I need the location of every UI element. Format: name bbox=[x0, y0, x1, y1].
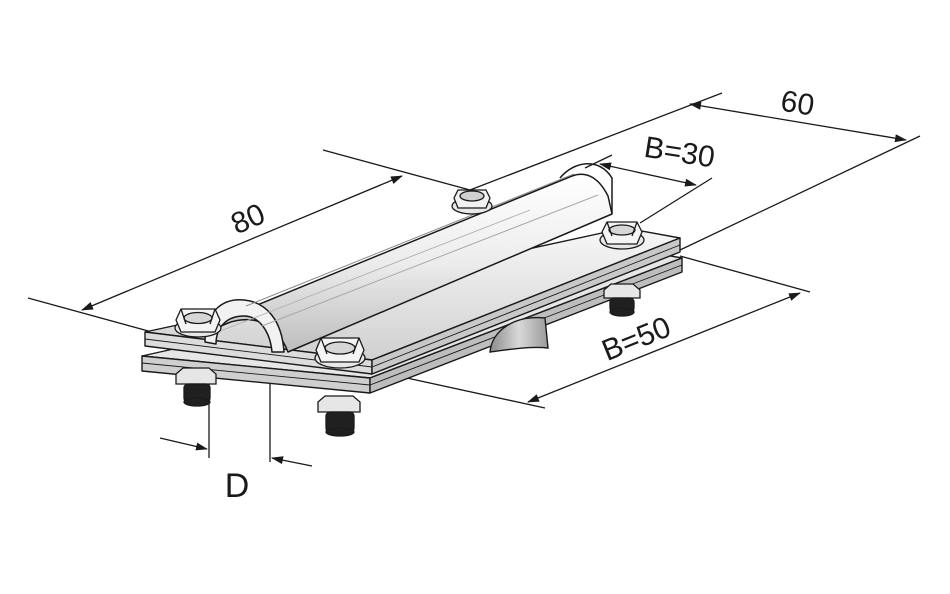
bolt-front-left bbox=[174, 308, 222, 338]
lower-saddle-shell bbox=[489, 316, 549, 353]
lower-saddle bbox=[489, 316, 549, 353]
tube-saddle-back-rim bbox=[559, 163, 613, 214]
nut-front-right bbox=[317, 395, 361, 437]
nut-front-left bbox=[175, 367, 217, 407]
nut-back-right bbox=[603, 283, 641, 317]
extension-line-tube-front bbox=[639, 177, 713, 224]
extension-line-front-edge bbox=[679, 135, 921, 251]
extension-line-left-end bbox=[27, 297, 153, 333]
dimension-line-60 bbox=[689, 101, 907, 143]
dimension-line-b30 bbox=[599, 162, 697, 187]
label-d: D bbox=[225, 467, 250, 505]
dimension-line-80 bbox=[81, 175, 403, 311]
extension-line-lower-plate-back bbox=[679, 255, 811, 293]
dimension-line-b50 bbox=[527, 292, 801, 403]
bolts bbox=[174, 189, 645, 369]
label-b30: B=30 bbox=[642, 131, 717, 175]
extension-line-tube-top bbox=[584, 154, 613, 169]
extension-line-back-edge bbox=[469, 92, 723, 191]
tube-saddle-front-arch bbox=[204, 299, 285, 353]
nuts bbox=[175, 283, 641, 437]
label-60: 60 bbox=[778, 85, 816, 123]
bolt-front-right bbox=[314, 337, 366, 369]
extension-line-top-end bbox=[322, 149, 471, 191]
tube-saddle bbox=[204, 163, 613, 353]
dimension-line-d-right bbox=[271, 456, 313, 467]
bolt-back-right bbox=[599, 221, 645, 250]
bolt-back-left bbox=[451, 189, 493, 215]
dimension-line-d-left bbox=[159, 437, 208, 451]
